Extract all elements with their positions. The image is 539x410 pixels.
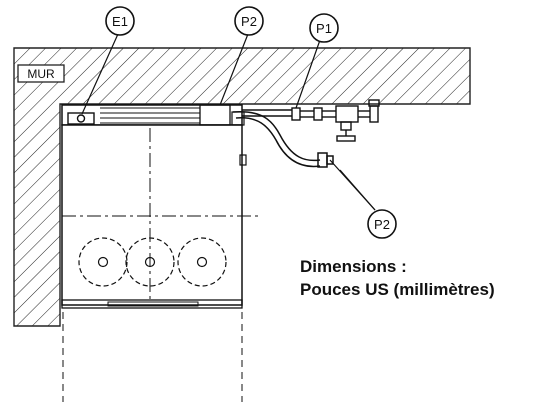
e1-connector [67,112,95,125]
callout-p2-top-label: P2 [241,14,257,29]
callout-e1: E1 [105,6,135,36]
dimensions-units: Pouces US (millimètres) [300,280,495,299]
callout-p1-label: P1 [316,21,332,36]
callout-p1: P1 [309,13,339,43]
unit-body [61,104,247,309]
pipe-to-wall-line [242,99,380,142]
dimensions-title: Dimensions : [300,257,407,276]
callout-p2-bottom: P2 [367,209,397,239]
dimensions-note: Dimensions : Pouces US (millimètres) [300,255,495,301]
wall-label-box: MUR [17,64,65,83]
wall-label: MUR [27,67,55,81]
leader-lines [81,33,376,211]
pipe-to-fitting [232,111,334,168]
center-lines [62,128,262,402]
callout-p2-top: P2 [234,6,264,36]
callout-e1-label: E1 [112,14,128,29]
callout-p2-bottom-label: P2 [374,217,390,232]
